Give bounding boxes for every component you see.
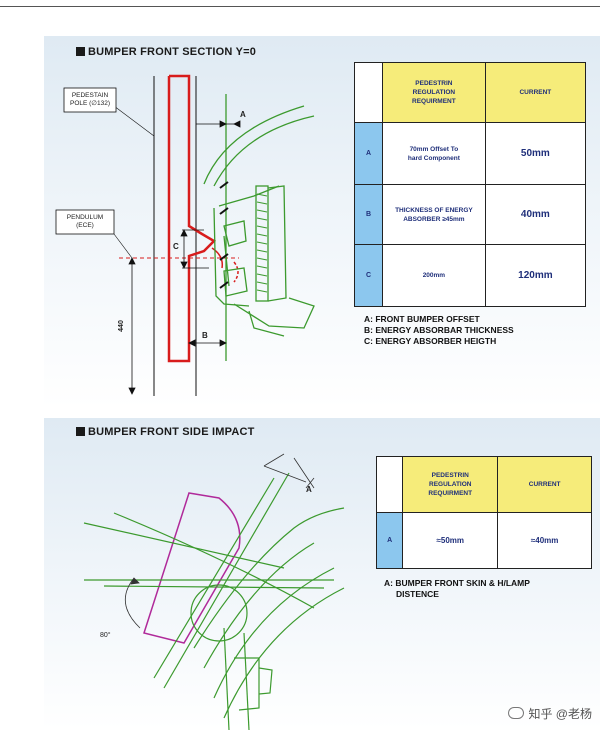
header-requirement: PEDESTRIN REGULATION REQUIRMENT — [382, 62, 486, 123]
watermark-text: 知乎 @老杨 — [528, 707, 592, 721]
bumper-section-outline — [167, 74, 217, 363]
dimension-440 — [128, 257, 136, 395]
note-line: A: BUMPER FRONT SKIN & H/LAMP — [384, 578, 530, 588]
slide-title: BUMPER FRONT SIDE IMPACT — [76, 426, 255, 438]
row-label: A — [353, 122, 384, 185]
row-current: 120mm — [484, 244, 587, 307]
header-requirement-text: PEDESTRIN REGULATION REQUIRMENT — [412, 80, 456, 105]
table-row: A 70mm Offset To hard Component 50mm — [353, 122, 587, 185]
dim-a-label: A — [306, 485, 312, 494]
header-requirement-text: PEDESTRIN REGULATION REQUIRMENT — [428, 472, 473, 497]
row-requirement-text: THICKNESS OF ENERGY ABSORBER ≥45mm — [395, 206, 473, 223]
row-requirement: 200mm — [382, 244, 486, 307]
page-top-rule — [0, 6, 600, 7]
row-requirement-text: 70mm Offset To hard Component — [407, 145, 460, 162]
slide-bumper-front-side-impact: BUMPER FRONT SIDE IMPACT — [44, 418, 600, 730]
row-label: C — [353, 244, 384, 307]
angle-arc — [125, 577, 141, 629]
dimension-c — [180, 229, 209, 269]
row-requirement: THICKNESS OF ENERGY ABSORBER ≥45mm — [382, 184, 486, 245]
row-current: 40mm — [484, 184, 587, 245]
table-corner-cell — [353, 62, 384, 123]
impactor-outline — [143, 492, 241, 644]
legend-notes: A: FRONT BUMPER OFFSET B: ENERGY ABSORBA… — [364, 314, 514, 347]
slide-bumper-front-section: BUMPER FRONT SECTION Y=0 — [44, 36, 600, 408]
row-label: B — [353, 184, 384, 245]
pole-label-line2: POLE (∅132) — [70, 100, 110, 107]
dim-c-label: C — [173, 242, 179, 251]
table-row: A ≈50mm ≈40mm — [375, 512, 592, 569]
dim-b-label: B — [202, 331, 208, 340]
pole-label: PEDESTAIN POLE (∅132) — [64, 92, 116, 108]
bullet-square-icon — [76, 427, 85, 436]
pendulum-label-line2: (ECE) — [76, 222, 94, 229]
vehicle-structure — [203, 94, 315, 361]
vehicle-ribs — [256, 193, 268, 293]
row-current: 50mm — [484, 122, 587, 185]
dim-a-label: A — [240, 110, 246, 119]
row-current: ≈40mm — [497, 512, 592, 569]
bullet-square-icon — [76, 47, 85, 56]
angle-label: 80° — [100, 632, 111, 639]
pendulum-label-line1: PENDULUM — [66, 214, 104, 221]
dim-440-label: 440 — [117, 320, 125, 332]
spec-table-section: PEDESTRIN REGULATION REQUIRMENT CURRENT … — [353, 62, 587, 307]
section-drawing — [55, 74, 315, 396]
slide-title-text: BUMPER FRONT SIDE IMPACT — [88, 426, 255, 438]
vehicle-lines — [83, 472, 345, 730]
side-impact-drawing — [83, 453, 345, 730]
slide-title: BUMPER FRONT SECTION Y=0 — [76, 46, 256, 58]
note-line: C: ENERGY ABSORBER HEIGTH — [364, 336, 497, 346]
dimension-a — [196, 120, 241, 128]
row-requirement: 70mm Offset To hard Component — [382, 122, 486, 185]
table-corner-cell — [375, 456, 404, 513]
header-current: CURRENT — [497, 456, 592, 513]
watermark: 知乎 @老杨 — [508, 705, 592, 722]
header-current: CURRENT — [484, 62, 587, 123]
legend-notes: A: BUMPER FRONT SKIN & H/LAMP DISTENCE — [384, 578, 530, 600]
slide-title-text: BUMPER FRONT SECTION Y=0 — [88, 46, 257, 58]
note-line: B: ENERGY ABSORBAR THICKNESS — [364, 325, 514, 335]
pole-label-line1: PEDESTAIN — [71, 92, 109, 99]
header-requirement: PEDESTRIN REGULATION REQUIRMENT — [402, 456, 499, 513]
pendulum-label-box — [55, 209, 115, 235]
pole-label-box — [63, 87, 117, 113]
pendulum-label: PENDULUM (ECE) — [56, 214, 114, 230]
zhihu-logo-icon — [508, 707, 525, 719]
fastener-marks — [219, 181, 229, 289]
row-label: A — [375, 512, 404, 569]
row-requirement: ≈50mm — [402, 512, 499, 569]
dimension-b — [188, 339, 227, 347]
note-line: DISTENCE — [396, 589, 439, 599]
note-line: A: FRONT BUMPER OFFSET — [364, 314, 480, 324]
table-row: C 200mm 120mm — [353, 244, 587, 307]
spec-table-side: PEDESTRIN REGULATION REQUIRMENT CURRENT … — [375, 456, 592, 569]
table-row: B THICKNESS OF ENERGY ABSORBER ≥45mm 40m… — [353, 184, 587, 245]
